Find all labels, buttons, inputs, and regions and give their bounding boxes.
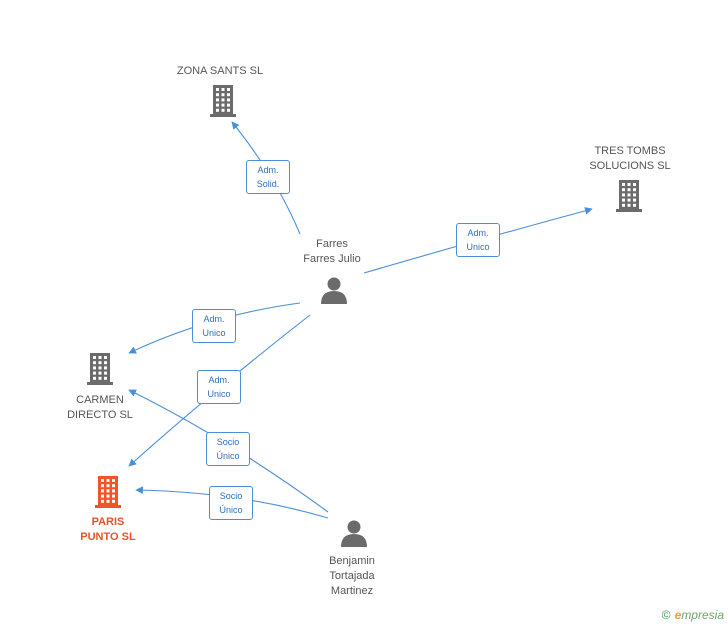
edge-label-farres-carmen-directo: Adm. Unico	[192, 309, 236, 343]
edge-label-farres-tres-tombs: Adm. Unico	[456, 223, 500, 257]
edge-label-benjamin-paris-punto: Socio Único	[209, 486, 253, 520]
brand-name: mpresia	[681, 608, 724, 622]
edge-label-farres-paris-punto: Adm. Unico	[197, 370, 241, 404]
node-label-paris-punto[interactable]: PARIS PUNTO SL	[80, 516, 136, 543]
farres-person-icon[interactable]	[321, 277, 347, 305]
node-label-farres[interactable]: Farres Farres Julio	[303, 238, 361, 265]
zona-sants-building-icon[interactable]	[210, 85, 236, 117]
node-label-carmen-directo[interactable]: CARMEN DIRECTO SL	[67, 394, 133, 421]
node-label-zona-sants[interactable]: ZONA SANTS SL	[176, 65, 264, 77]
empresia-watermark: ©empresia	[662, 608, 724, 622]
paris-punto-building-icon[interactable]	[95, 476, 121, 508]
node-label-benjamin[interactable]: Benjamin Tortajada Martinez	[329, 555, 375, 597]
node-label-tres-tombs[interactable]: TRES TOMBS SOLUCIONS SL	[589, 145, 671, 172]
benjamin-person-icon[interactable]	[341, 520, 367, 548]
edge-label-benjamin-carmen-directo: Socio Único	[206, 432, 250, 466]
tres-tombs-building-icon[interactable]	[616, 180, 642, 212]
carmen-directo-building-icon[interactable]	[87, 353, 113, 385]
brand-initial: e	[674, 608, 682, 622]
copyright-symbol: ©	[661, 608, 671, 622]
edge-label-farres-zona-sants: Adm. Solid.	[246, 160, 290, 194]
